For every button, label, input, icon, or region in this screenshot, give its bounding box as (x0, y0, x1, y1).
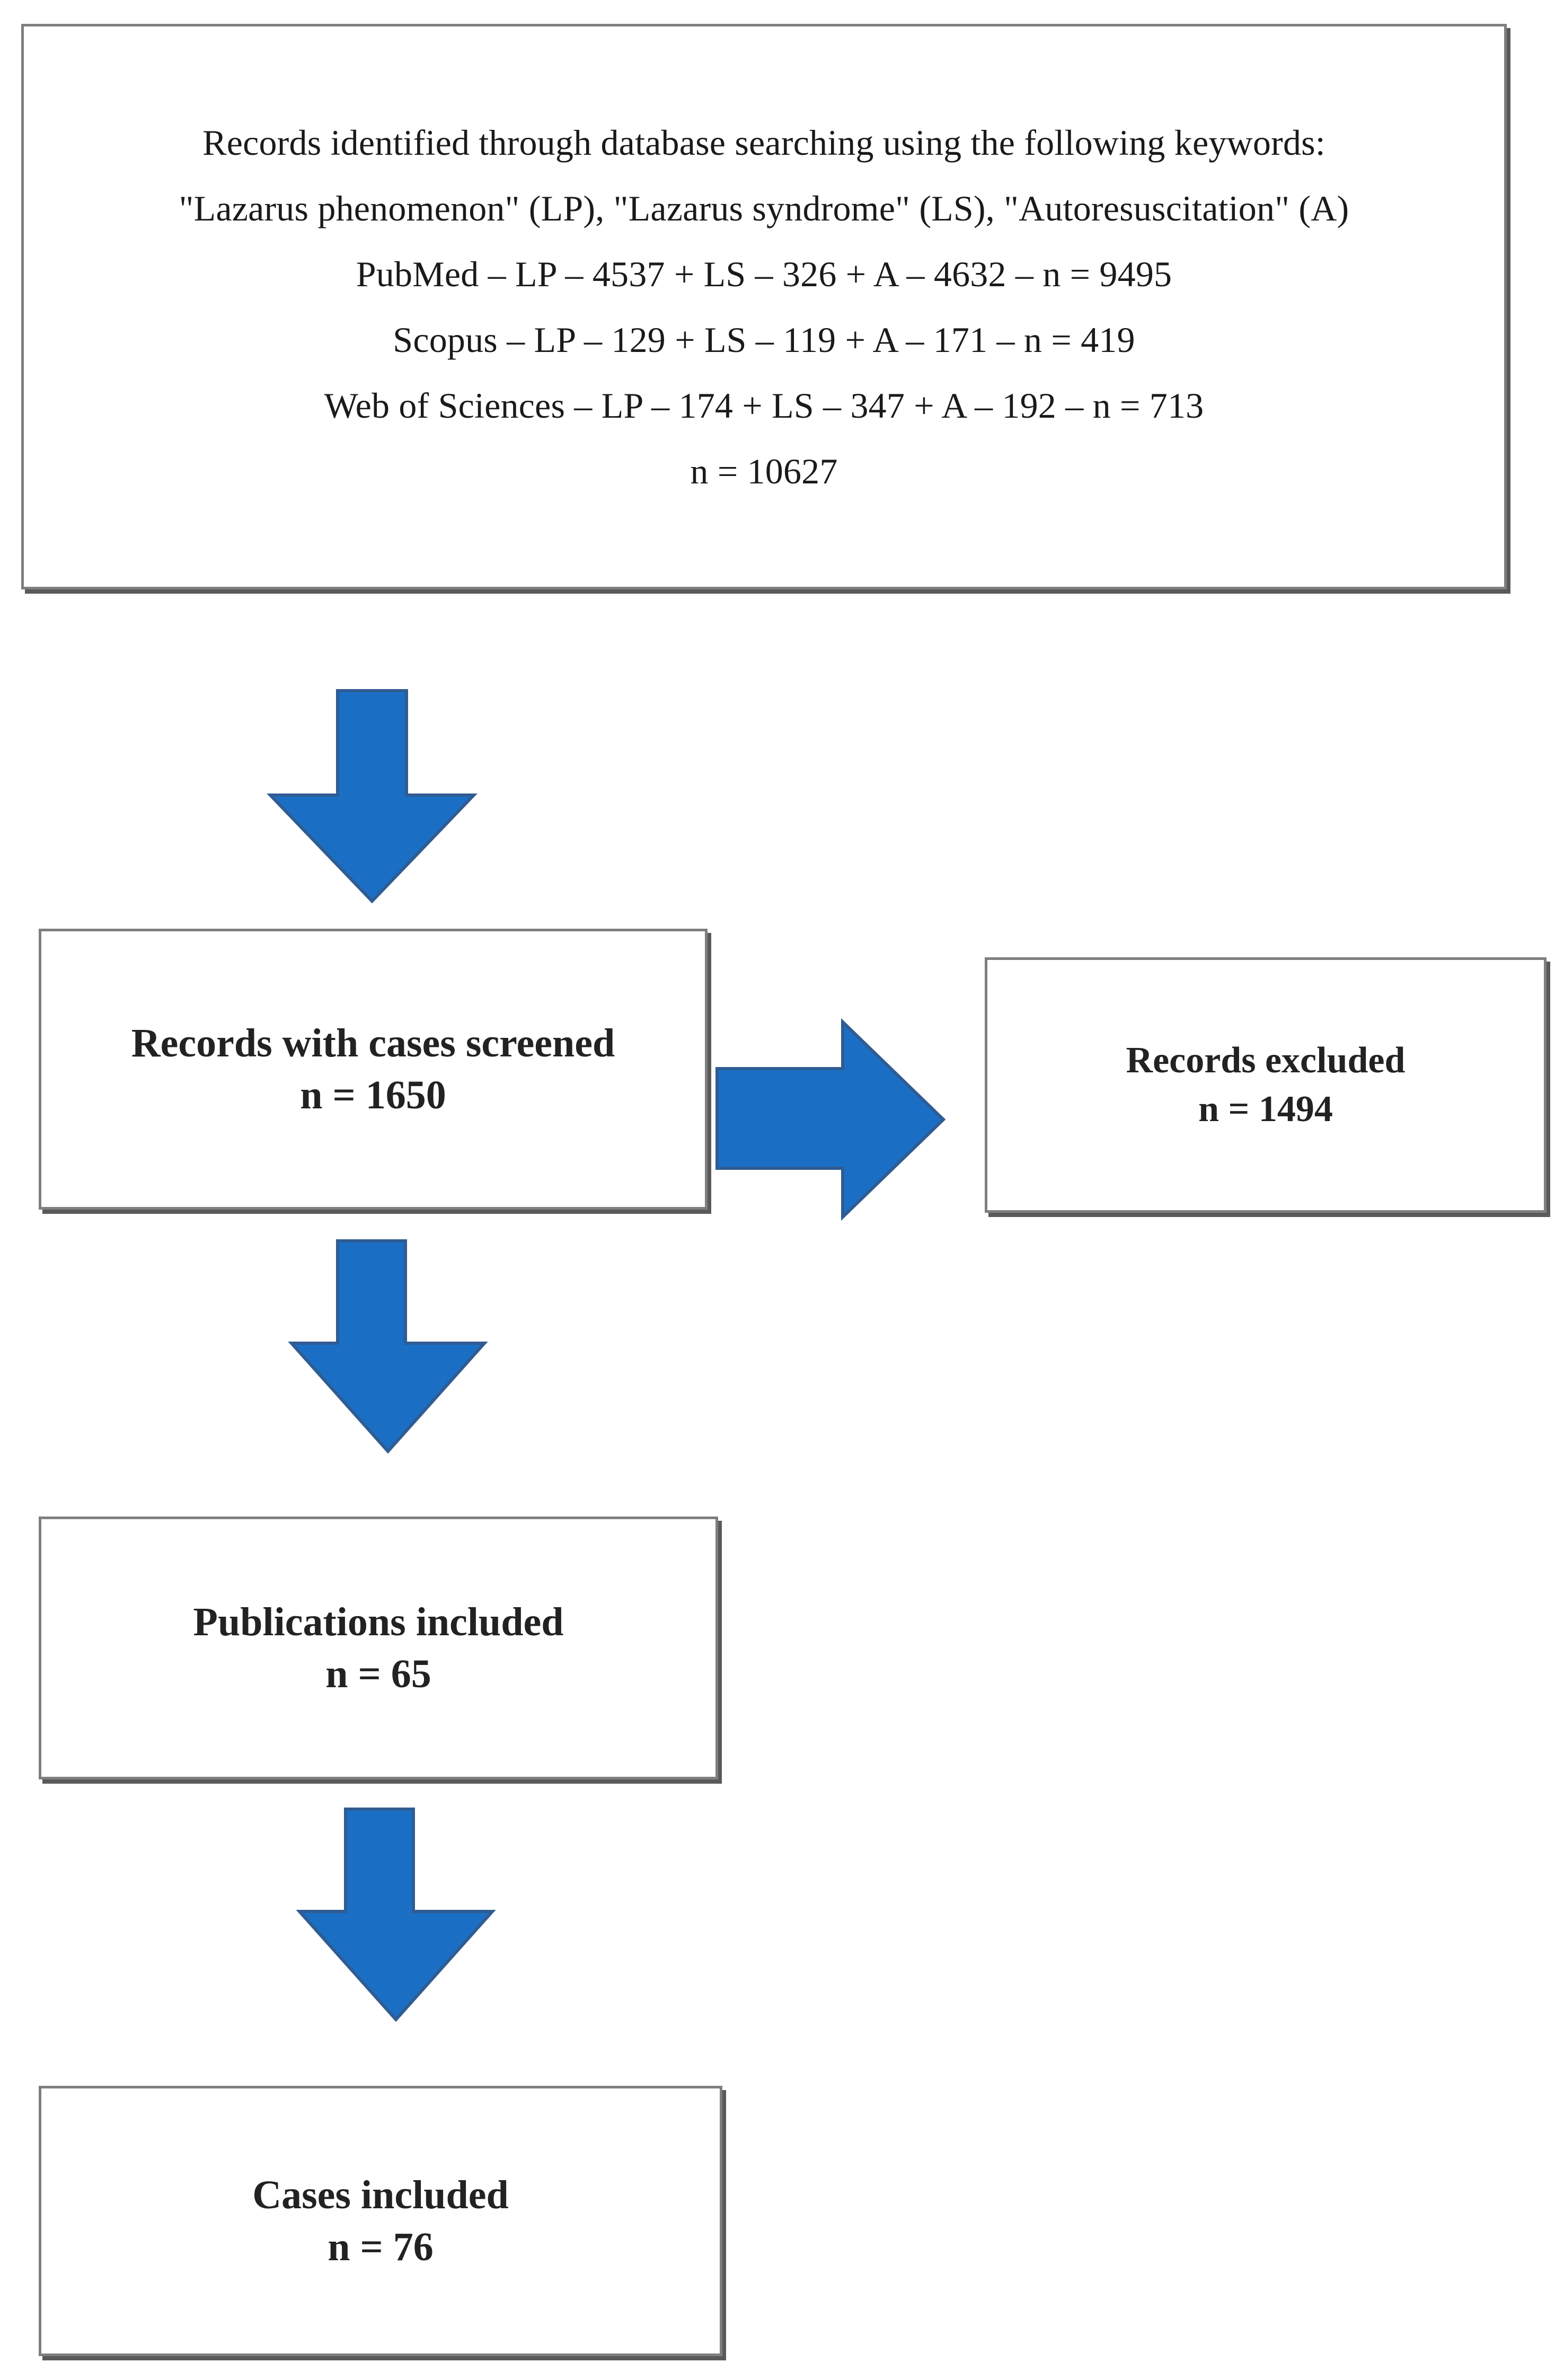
cases-included-count: n = 76 (328, 2225, 434, 2269)
records-screened-label: Records with cases screened (131, 1021, 615, 1065)
cases-included-label: Cases included (252, 2173, 509, 2217)
identification-line-2: "Lazarus phenomenon" (LP), "Lazarus synd… (179, 188, 1349, 228)
identification-box: Records identified through database sear… (21, 24, 1507, 589)
records-screened-count: n = 1650 (300, 1073, 446, 1117)
down-arrow-3 (296, 1808, 496, 2022)
publications-included-count: n = 65 (325, 1652, 431, 1696)
records-excluded-box: Records excluded n = 1494 (985, 957, 1547, 1213)
publications-included-box: Publications included n = 65 (39, 1517, 718, 1779)
identification-line-pubmed: PubMed – LP – 4537 + LS – 326 + A – 4632… (356, 253, 1172, 294)
identification-line-1: Records identified through database sear… (202, 122, 1326, 163)
identification-total: n = 10627 (690, 451, 838, 491)
cases-included-box: Cases included n = 76 (39, 2086, 722, 2356)
records-screened-box: Records with cases screened n = 1650 (39, 929, 708, 1210)
records-excluded-label: Records excluded (1126, 1040, 1406, 1081)
publications-included-label: Publications included (193, 1600, 564, 1644)
down-arrow-1 (266, 689, 478, 904)
identification-line-scopus: Scopus – LP – 129 + LS – 119 + A – 171 –… (393, 319, 1135, 360)
records-excluded-count: n = 1494 (1198, 1089, 1333, 1130)
right-arrow (715, 1018, 946, 1221)
down-arrow-2 (288, 1239, 488, 1454)
identification-line-wos: Web of Sciences – LP – 174 + LS – 347 + … (324, 385, 1204, 426)
